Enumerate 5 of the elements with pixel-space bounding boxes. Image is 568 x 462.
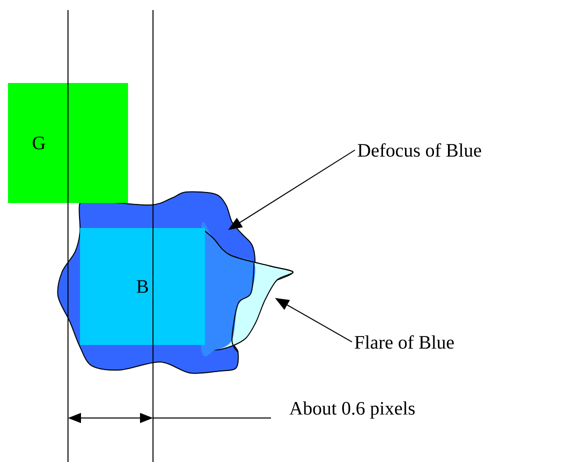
color-square: G bbox=[8, 83, 128, 203]
callout-text: Defocus of Blue bbox=[358, 143, 482, 157]
callout-text: Flare of Blue bbox=[354, 335, 454, 349]
dimension-label: About 0.6 pixels bbox=[289, 401, 415, 419]
color-square: B bbox=[80, 228, 205, 345]
